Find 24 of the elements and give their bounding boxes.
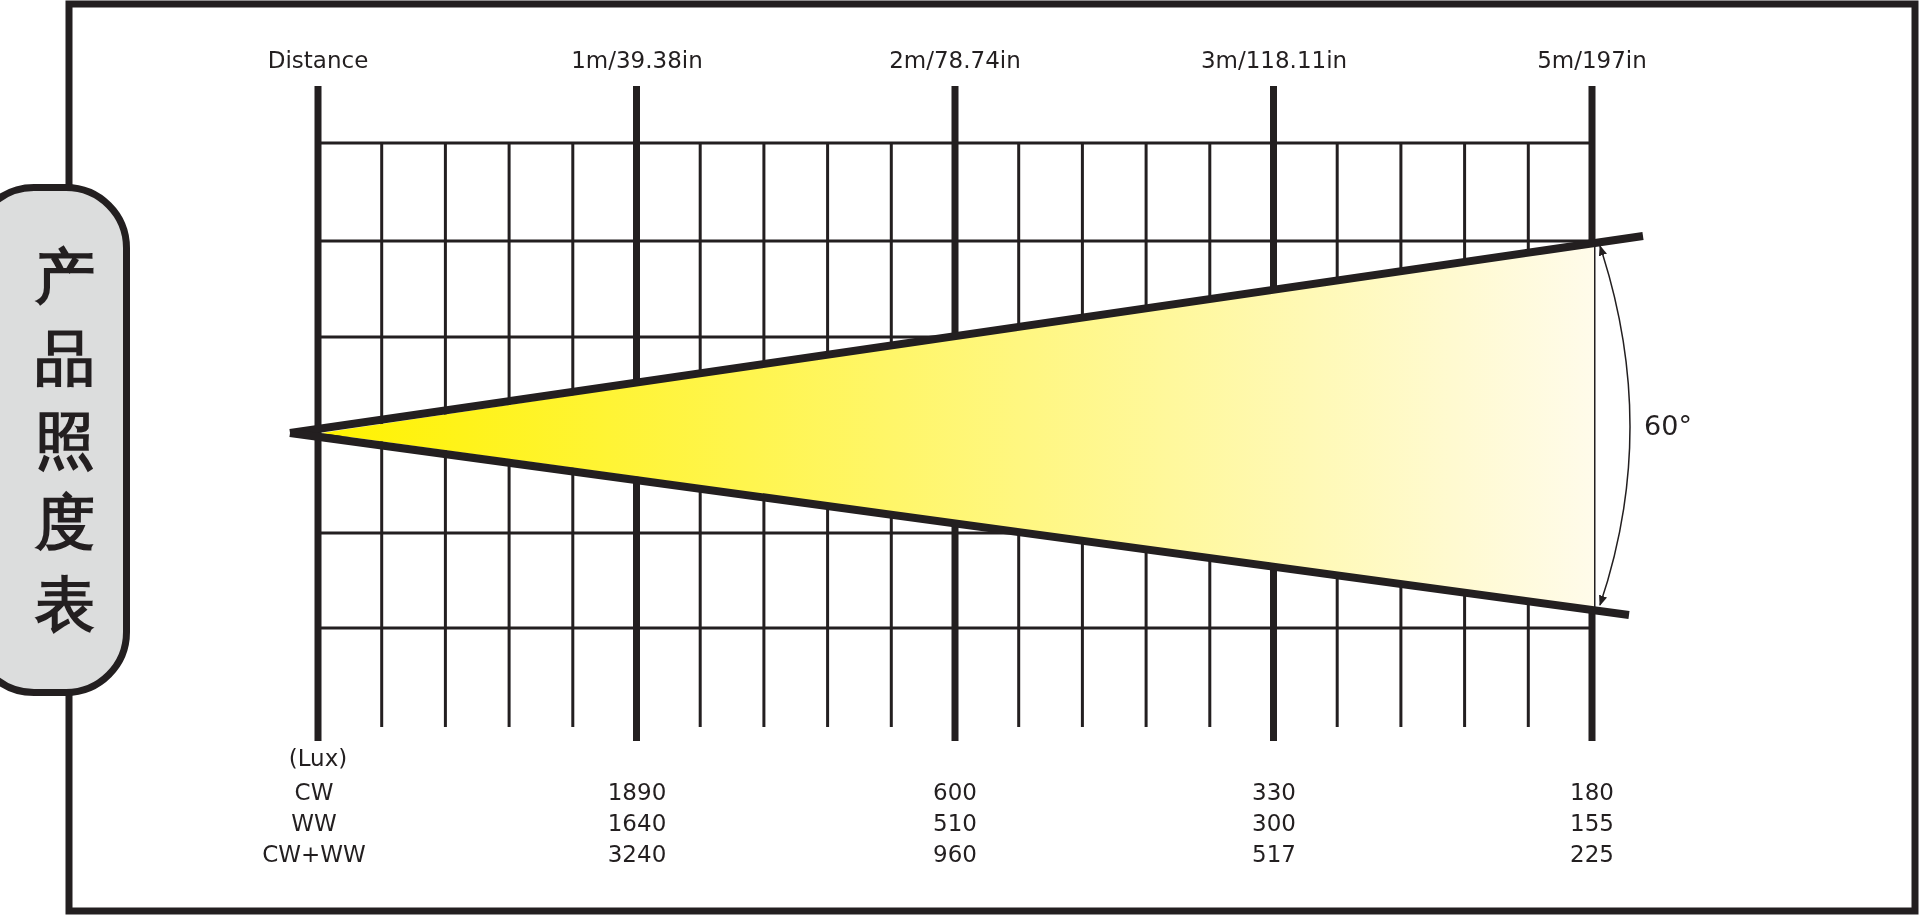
vertical-title: 产品照度表 xyxy=(33,240,96,641)
lux-value: 1640 xyxy=(607,809,667,837)
lux-value: 517 xyxy=(1252,840,1296,868)
row-label: CW xyxy=(294,778,334,806)
lux-value: 3240 xyxy=(607,840,667,868)
angle-label: 60° xyxy=(1644,412,1692,440)
lux-value: 600 xyxy=(933,778,977,806)
lux-value: 510 xyxy=(933,809,977,837)
lux-value: 180 xyxy=(1570,778,1614,806)
row-label: WW xyxy=(291,809,337,837)
lux-value: 1890 xyxy=(607,778,667,806)
title-pill xyxy=(0,184,130,696)
distance-header: 2m/78.74in xyxy=(889,46,1021,74)
distance-header: 5m/197in xyxy=(1537,46,1647,74)
lux-value: 960 xyxy=(933,840,977,868)
distance-header: Distance xyxy=(267,46,369,74)
lux-value: 225 xyxy=(1570,840,1614,868)
distance-header: 3m/118.11in xyxy=(1200,46,1348,74)
distance-header: 1m/39.38in xyxy=(571,46,703,74)
lux-value: 330 xyxy=(1252,778,1296,806)
row-label: CW+WW xyxy=(262,840,366,868)
lux-value: 155 xyxy=(1570,809,1614,837)
unit-label: (Lux) xyxy=(288,744,348,772)
lux-value: 300 xyxy=(1252,809,1296,837)
